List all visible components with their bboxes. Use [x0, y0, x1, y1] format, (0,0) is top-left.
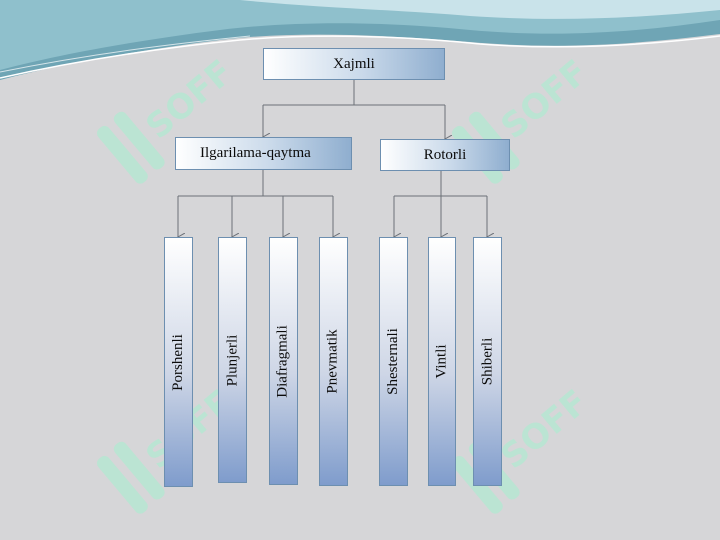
node-porshenli: Porshenli [164, 237, 193, 487]
node-label: Xajmli [333, 55, 375, 72]
node-label: Shesternali [385, 328, 401, 395]
node-shiberli: Shiberli [473, 237, 502, 486]
node-label: Rotorli [423, 146, 467, 163]
node-label: Porshenli [170, 333, 187, 391]
node-rotorli: Rotorli [380, 139, 510, 171]
node-label: Diafragmali [275, 324, 291, 398]
node-label: Plunjerli [224, 334, 241, 386]
node-label: Vintli [433, 344, 450, 379]
node-ilgarilama-qaytma: Ilgarilama-qaytma [175, 137, 352, 170]
node-label: Ilgarilama-qaytma [200, 145, 311, 161]
node-label: Pnevmatik [325, 329, 342, 394]
node-shesternali: Shesternali [379, 237, 408, 486]
node-plunjerli: Plunjerli [218, 237, 247, 483]
node-diafragmali: Diafragmali [269, 237, 298, 485]
node-vintli: Vintli [428, 237, 456, 486]
node-xajmli: Xajmli [263, 48, 445, 80]
node-pnevmatik: Pnevmatik [319, 237, 348, 486]
node-label: Shiberli [479, 337, 495, 386]
